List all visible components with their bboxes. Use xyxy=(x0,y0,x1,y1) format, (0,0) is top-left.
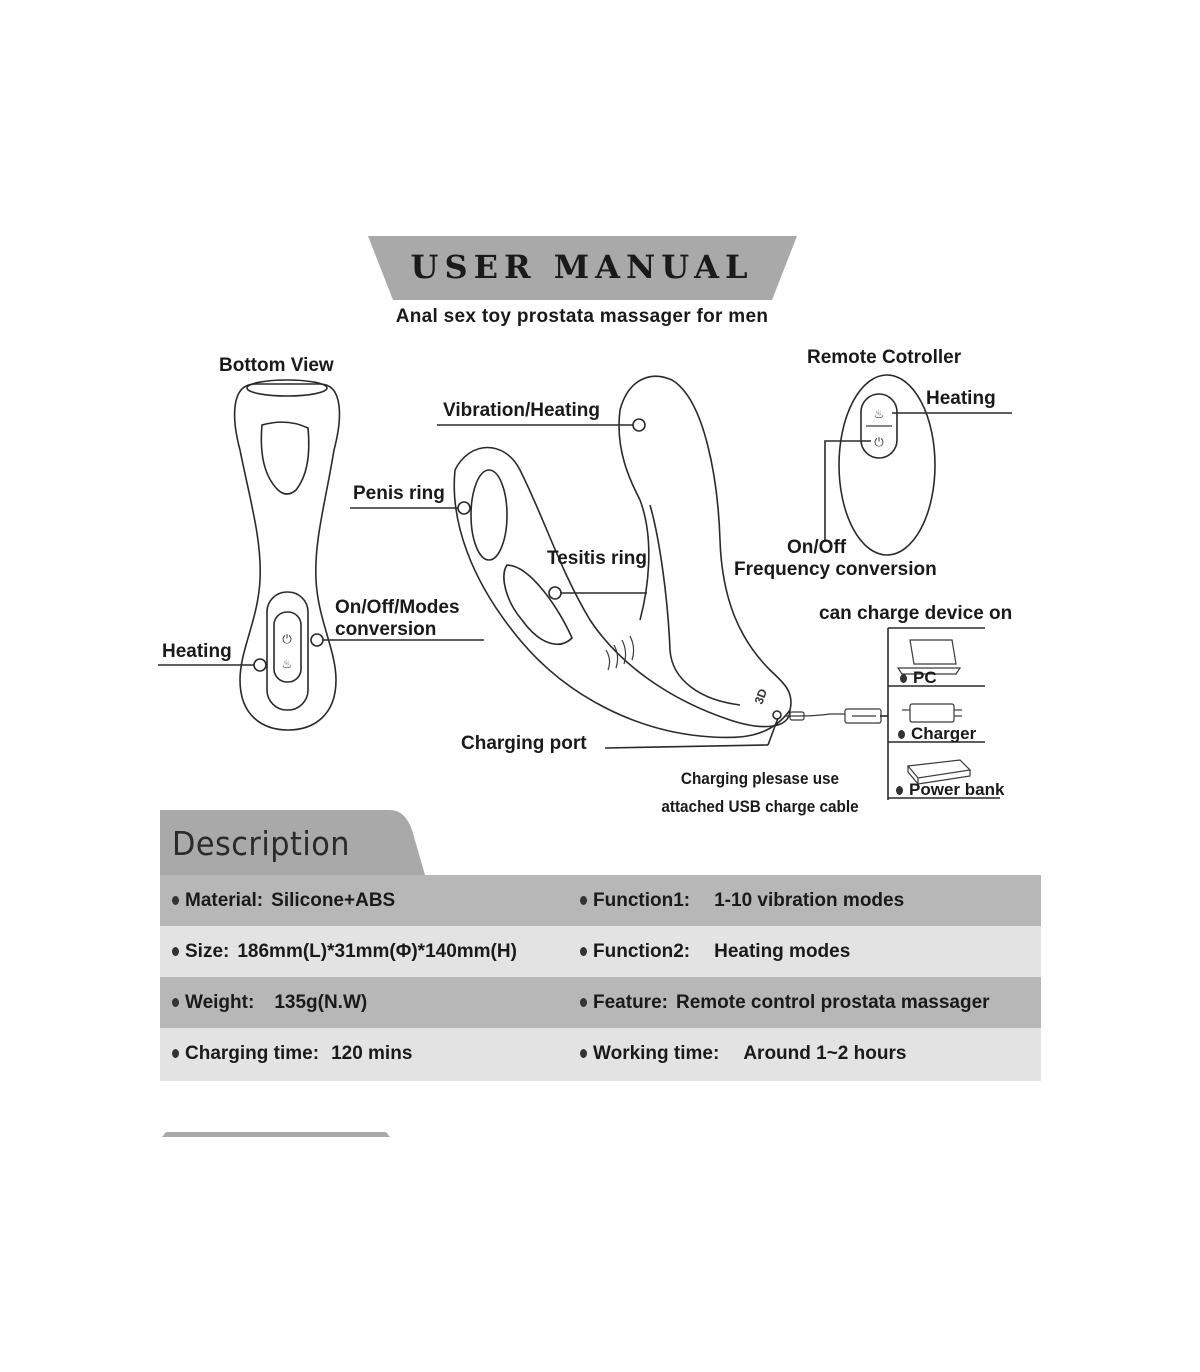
bullet-icon xyxy=(580,896,587,906)
bullet-icon xyxy=(172,896,179,906)
charger-icon xyxy=(902,703,962,723)
bullet-icon xyxy=(898,730,905,740)
bullet-icon xyxy=(172,998,179,1008)
label-remote-heating: Heating xyxy=(926,388,996,409)
label-heating-left: Heating xyxy=(162,641,232,662)
spec-value: 120 mins xyxy=(331,1043,413,1064)
spec-key: Feature: xyxy=(593,992,668,1013)
label-remote-controller: Remote Cotroller xyxy=(807,347,962,368)
label-on-off: On/Off xyxy=(787,537,847,558)
spec-key: Function2: xyxy=(593,941,691,962)
bullet-icon xyxy=(900,674,907,684)
usb-cable-icon xyxy=(785,708,882,724)
spec-key: Function1: xyxy=(593,890,691,911)
spec-row: Size: 186mm(L)*31mm(Φ)*140mm(H) Function2… xyxy=(160,926,1041,977)
bullet-icon xyxy=(580,1049,587,1059)
label-tesitis-ring: Tesitis ring xyxy=(547,548,647,569)
spec-key: Charging time: xyxy=(185,1043,320,1064)
page-subtitle: Anal sex toy prostata massager for men xyxy=(395,306,769,327)
spec-value: 1-10 vibration modes xyxy=(714,890,905,911)
bottom-view-device-icon: ⏻ ♨ xyxy=(233,379,341,731)
label-penis-ring: Penis ring xyxy=(353,483,445,504)
label-power-bank: Power bank xyxy=(896,779,1004,801)
spec-row: Weight: 135g(N.W) Feature: Remote control … xyxy=(160,977,1041,1028)
bullet-icon xyxy=(172,947,179,957)
charge-device-list xyxy=(880,627,1000,800)
label-charge-title: can charge device on xyxy=(819,603,1013,624)
spec-key: Material: xyxy=(185,890,264,911)
page-title: USER MANUAL xyxy=(410,248,754,286)
remote-controller-icon: ♨ ⏻ xyxy=(838,374,936,556)
bullet-icon xyxy=(580,998,587,1008)
spec-value: Around 1~2 hours xyxy=(743,1043,907,1064)
spec-row: Material: Silicone+ABS Function1: 1-10 vib… xyxy=(160,875,1041,926)
label-vibration-heating: Vibration/Heating xyxy=(443,400,600,421)
svg-text:⏻: ⏻ xyxy=(282,632,292,646)
spec-value: Silicone+ABS xyxy=(271,890,396,911)
spec-value: 186mm(L)*31mm(Φ)*140mm(H) xyxy=(237,941,517,962)
description-title: Description xyxy=(172,824,350,863)
svg-text:♨: ♨ xyxy=(874,407,885,421)
spec-value: Remote control prostata massager xyxy=(675,992,990,1013)
label-bottom-view: Bottom View xyxy=(219,355,334,376)
spec-key: Size: xyxy=(185,941,230,962)
label-charging-port: Charging port xyxy=(461,733,587,754)
label-on-off-modes: On/Off/Modes xyxy=(335,597,460,618)
spec-row: Charging time: 120 mins Working time: Arou… xyxy=(160,1028,1041,1081)
bottom-banner-stub xyxy=(162,1132,390,1137)
charging-note: Charging plesase use attached USB charge… xyxy=(661,769,859,816)
svg-text:♨: ♨ xyxy=(282,657,293,671)
label-charger: Charger xyxy=(898,723,976,745)
spec-value: 135g(N.W) xyxy=(274,992,368,1013)
bullet-icon xyxy=(172,1049,179,1059)
svg-text:3D: 3D xyxy=(752,687,771,707)
spec-key: Working time: xyxy=(593,1043,720,1064)
svg-text:⏻: ⏻ xyxy=(874,435,884,449)
label-pc: PC xyxy=(900,667,937,689)
spec-key: Weight: xyxy=(185,992,255,1013)
bullet-icon xyxy=(896,786,903,796)
spec-value: Heating modes xyxy=(714,941,851,962)
label-frequency-conversion: Frequency conversion xyxy=(734,559,937,580)
label-conversion: conversion xyxy=(335,619,437,640)
bullet-icon xyxy=(580,947,587,957)
